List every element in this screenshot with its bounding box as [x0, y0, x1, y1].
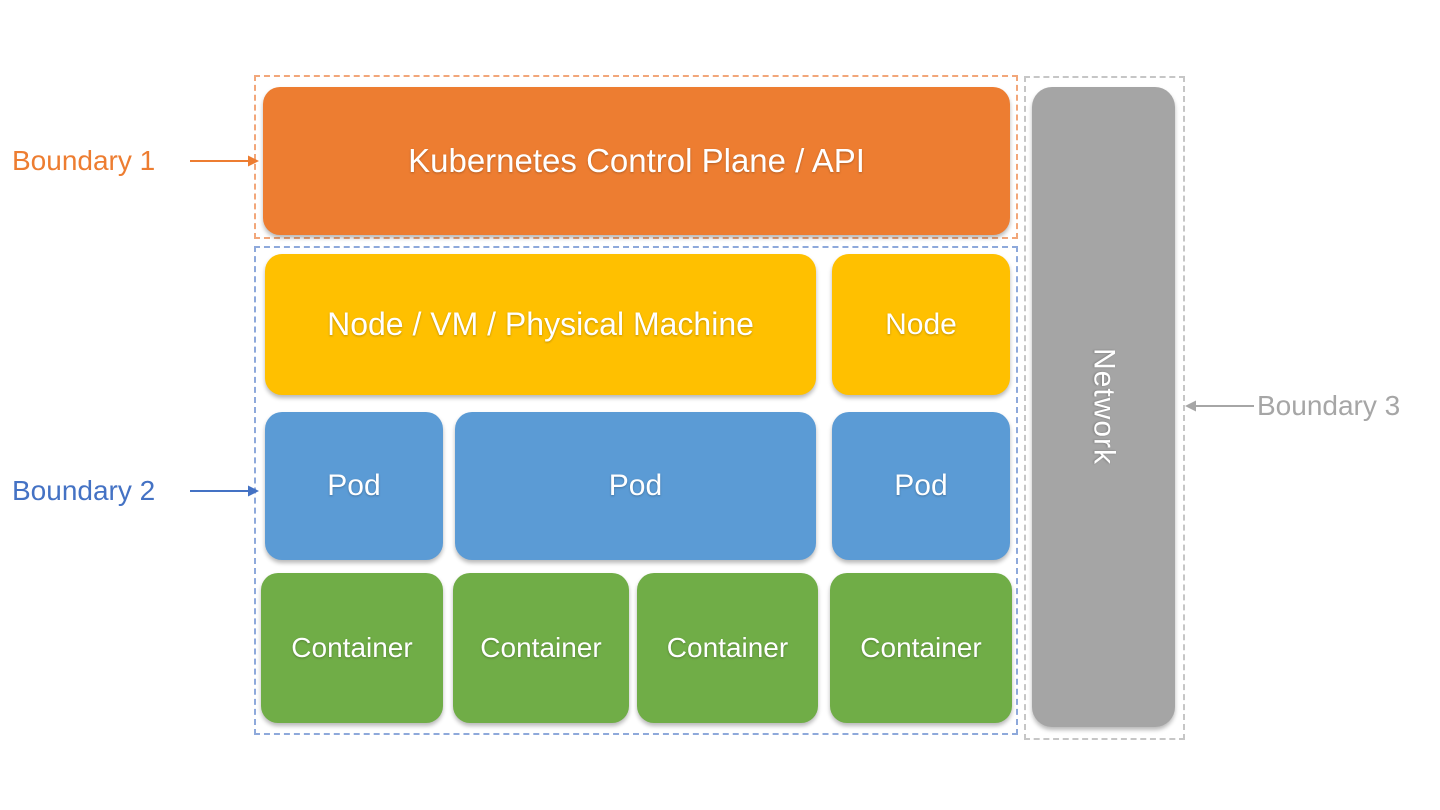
pod-right-box: Pod [832, 412, 1010, 560]
node-main-box: Node / VM / Physical Machine [265, 254, 816, 395]
node-small-box: Node [832, 254, 1010, 395]
pod-left-label: Pod [327, 469, 381, 502]
network-box: Network [1032, 87, 1175, 727]
boundary-3-label: Boundary 3 [1257, 390, 1401, 421]
boundary-1-label: Boundary 1 [12, 145, 156, 176]
boundary-3-arrow-left-icon [1185, 400, 1254, 412]
boundary-2-label: Boundary 2 [12, 475, 156, 506]
boundary-3-region [1024, 76, 1185, 740]
boundary-1-arrow-right-icon [190, 155, 259, 167]
container-1-label: Container [291, 632, 413, 663]
container-4-box: Container [830, 573, 1012, 723]
pod-center-label: Pod [608, 469, 663, 502]
node-small-label: Node [885, 307, 957, 341]
container-4-label: Container [860, 632, 982, 663]
pod-center-box: Pod [455, 412, 816, 560]
container-1-box: Container [261, 573, 443, 723]
node-main-label: Node / VM / Physical Machine [327, 306, 754, 342]
boundary-1-region [254, 75, 1018, 239]
container-3-box: Container [637, 573, 818, 723]
container-3-label: Container [666, 632, 789, 663]
pod-right-label: Pod [894, 469, 948, 502]
container-2-box: Container [453, 573, 629, 723]
boundary-2-arrow-right-icon [190, 485, 259, 497]
network-label: Network [1087, 348, 1121, 466]
pod-left-box: Pod [265, 412, 443, 560]
control-plane-box: Kubernetes Control Plane / API [263, 87, 1010, 235]
container-2-label: Container [480, 632, 602, 663]
control-plane-label: Kubernetes Control Plane / API [408, 142, 865, 179]
